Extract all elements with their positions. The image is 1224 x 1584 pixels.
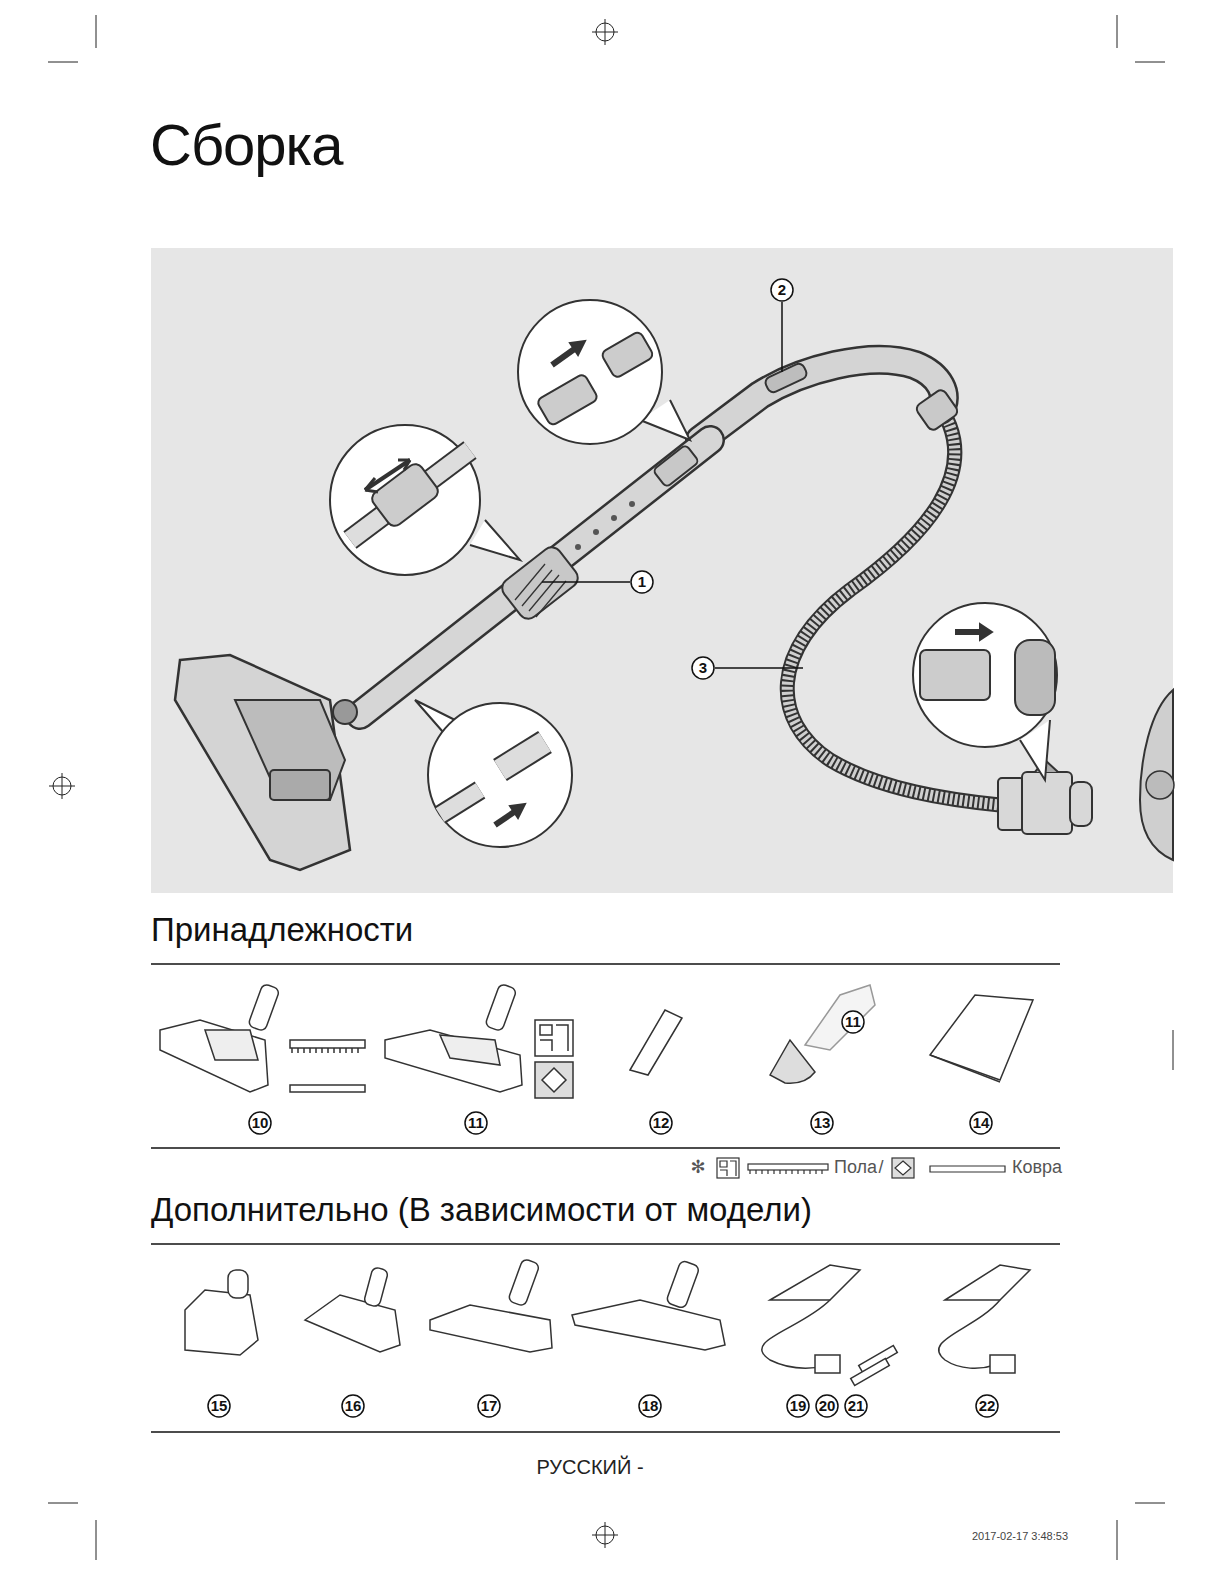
section-heading: Дополнительно (В зависимости от модели) [151,1192,812,1228]
callout-number: 15 [211,1398,228,1415]
note-mark: ✻ [690,1158,705,1178]
callout-number: 19 [790,1398,807,1415]
callout-number: 11 [845,1014,861,1031]
callout-number: 14 [973,1115,990,1132]
legend-text: Ковра [1012,1158,1062,1178]
callout-number: 11 [468,1115,484,1132]
callout-number: 18 [642,1398,659,1415]
callout-number: 20 [819,1398,836,1415]
callout-number: 16 [345,1398,362,1415]
page-title: Сборка [150,113,343,177]
callout-number: 2 [778,282,786,299]
page-footer: РУССКИЙ - [536,1456,643,1478]
section-heading: Принадлежности [151,912,413,948]
legend-text: Пола [834,1158,877,1178]
callout-number: 10 [252,1115,269,1132]
separator: / [878,1158,883,1178]
callout-number: 12 [653,1115,670,1132]
callout-number: 1 [638,574,646,591]
print-stamp: 2017-02-17 3:48:53 [972,1530,1068,1542]
callout-number: 22 [979,1398,996,1415]
callout-number: 17 [481,1398,498,1415]
callout-number: 21 [848,1398,865,1415]
callout-number: 3 [699,660,707,677]
callout-number: 13 [814,1115,831,1132]
